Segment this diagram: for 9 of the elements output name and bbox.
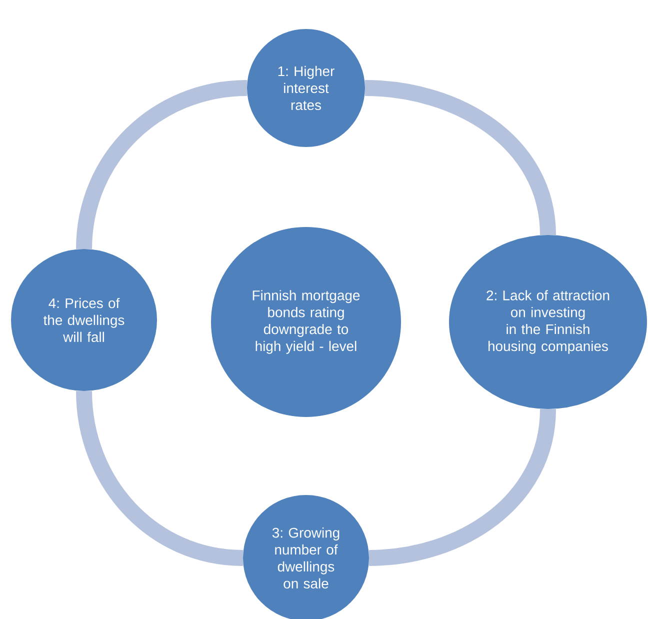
circle-node: 1: Higher interest rates — [245, 27, 367, 149]
ellipse-node: 4: Prices of the dwellings will fall — [9, 246, 159, 393]
circle-node: 3: Growing number of dwellings on sale — [241, 492, 371, 619]
arc-connector — [76, 80, 248, 250]
arc-connector — [364, 80, 556, 236]
arc-connector — [368, 408, 556, 566]
ellipse-node: 2: Lack of attraction on investing in the Finnish housing companies — [447, 232, 648, 411]
circle-node: Finnish mortgage bonds rating downgrade to high yield - level — [209, 224, 403, 419]
arc-connector — [76, 390, 244, 566]
